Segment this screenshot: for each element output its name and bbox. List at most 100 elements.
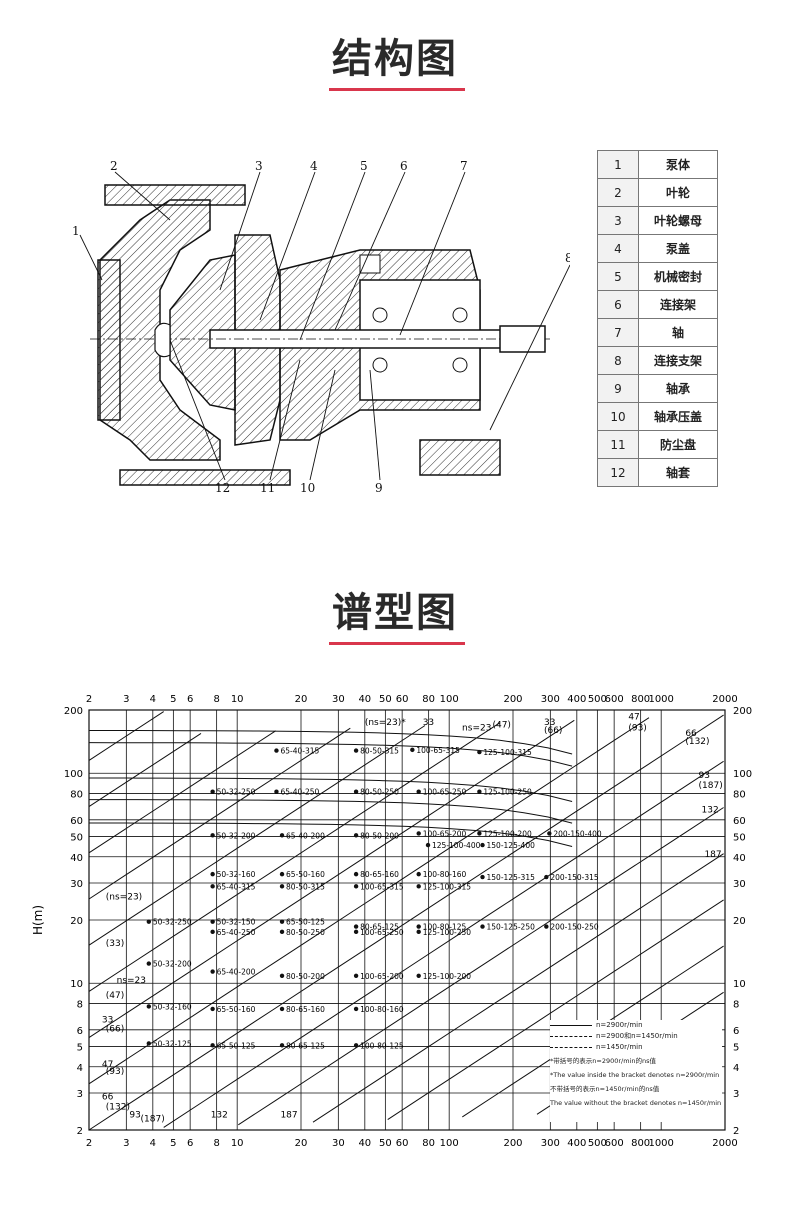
model-point <box>279 871 285 877</box>
legend-entry: n=1450r/min <box>550 1042 722 1053</box>
model-label: 80-65-125 <box>360 923 399 932</box>
legend-line-sample <box>550 1036 592 1037</box>
callout-1: 1 <box>72 224 80 238</box>
model-label: 80-50-200 <box>286 972 325 981</box>
callout-6: 6 <box>400 159 408 173</box>
y-tick-label-right: 200 <box>733 706 752 717</box>
y-tick-label-right: 2 <box>733 1126 739 1137</box>
model-label: 80-50-315 <box>286 882 325 891</box>
model-point <box>416 884 421 889</box>
x-tick-label: 100 <box>440 1138 459 1149</box>
model-label: 50-32-125 <box>153 1039 192 1048</box>
model-label: 100-80-125 <box>360 1041 404 1050</box>
y-tick-label-right: 6 <box>733 1026 739 1037</box>
legend-note-3: 不带括号的表示n=1450r/min的ns值 <box>550 1085 660 1093</box>
ns-label: (ns=23)* <box>365 718 406 728</box>
model-label: 80-65-125 <box>286 1041 325 1050</box>
head-curve <box>88 742 573 767</box>
model-point <box>353 884 359 889</box>
model-point <box>146 919 152 924</box>
callout-12: 12 <box>215 481 230 495</box>
model-point <box>210 969 215 974</box>
y-tick-label-right: 100 <box>733 769 752 780</box>
x-tick-label: 5 <box>170 1138 176 1149</box>
callout-7: 7 <box>460 159 468 173</box>
y-tick-label: 2 <box>77 1126 83 1137</box>
model-label: 125-100-250 <box>423 928 472 937</box>
model-point <box>416 871 421 877</box>
model-label: 200-150-250 <box>550 923 599 932</box>
y-tick-label: 5 <box>77 1042 83 1053</box>
model-label: 65-50-125 <box>286 918 325 927</box>
model-point <box>416 929 421 935</box>
model-label: 80-65-160 <box>286 1005 325 1014</box>
model-point <box>353 973 359 978</box>
legend-line-sample <box>550 1047 592 1048</box>
ns-label: ns=23 <box>462 723 491 733</box>
x-tick-label: 500 <box>588 1138 607 1149</box>
part-name: 轴套 <box>638 458 718 487</box>
part-number: 4 <box>597 234 639 263</box>
model-point <box>353 929 359 935</box>
y-tick-label-right: 20 <box>733 916 746 927</box>
model-label: 150-125-250 <box>487 923 536 932</box>
pump-cross-section-drawing: 1 2 3 4 5 6 7 8 12 11 10 9 <box>72 159 570 495</box>
ns-line <box>88 717 650 1085</box>
model-point <box>210 884 215 889</box>
structure-title: 结构图 <box>332 36 458 82</box>
part-name: 连接架 <box>638 290 718 319</box>
y-tick-label-right: 40 <box>733 853 746 864</box>
x-tick-label: 20 <box>295 1138 308 1149</box>
model-label: 100-65-200 <box>360 972 404 981</box>
ns-label: 33 <box>423 718 434 728</box>
ns-label: (93) <box>628 723 646 733</box>
x-tick-label: 800 <box>631 1138 650 1149</box>
callout-3: 3 <box>255 159 263 173</box>
x-tick-label-top: 4 <box>150 694 156 705</box>
y-tick-label-right: 80 <box>733 790 746 801</box>
part-number: 10 <box>597 402 639 431</box>
part-name: 轴承 <box>638 374 718 403</box>
model-point <box>353 871 359 877</box>
ns-label: (132) <box>685 737 709 747</box>
y-axis-label: H(m) <box>31 905 45 935</box>
y-tick-label-right: 50 <box>733 832 746 843</box>
part-name: 防尘盘 <box>638 430 718 459</box>
y-tick-label: 100 <box>64 769 83 780</box>
model-label: 200-150-315 <box>550 873 599 882</box>
model-point <box>547 831 552 836</box>
model-point <box>425 842 431 848</box>
ns-label: (66) <box>106 1024 124 1034</box>
x-tick-label-top: 8 <box>213 694 219 705</box>
model-label: 100-80-160 <box>423 870 467 879</box>
ns-label: 187 <box>280 1110 297 1120</box>
x-tick-label-top: 100 <box>440 694 459 705</box>
model-point <box>279 1006 285 1012</box>
model-label: 100-80-125 <box>423 923 467 932</box>
part-name: 叶轮 <box>638 178 718 207</box>
ns-label: 93 <box>129 1110 140 1120</box>
title-underline-2 <box>329 642 465 645</box>
x-tick-label: 60 <box>396 1138 409 1149</box>
model-label: 65-50-160 <box>217 1005 256 1014</box>
model-point <box>416 973 421 978</box>
callout-9: 9 <box>375 481 383 495</box>
x-tick-label: 3 <box>123 1138 129 1149</box>
model-label: 100-65-200 <box>423 829 467 838</box>
ns-line <box>88 714 724 1131</box>
legend-note-1: *带括号的表示n=2900r/min的ns值 <box>550 1057 656 1065</box>
model-label: 125-100-200 <box>423 972 472 981</box>
ns-label: (187) <box>699 781 723 791</box>
x-tick-label-top: 500 <box>588 694 607 705</box>
model-label: 80-50-250 <box>360 788 399 797</box>
model-label: 65-40-250 <box>217 928 256 937</box>
part-number: 2 <box>597 178 639 207</box>
part-name: 泵体 <box>638 150 718 179</box>
model-point <box>279 884 285 889</box>
legend-line-sample <box>550 1025 592 1026</box>
